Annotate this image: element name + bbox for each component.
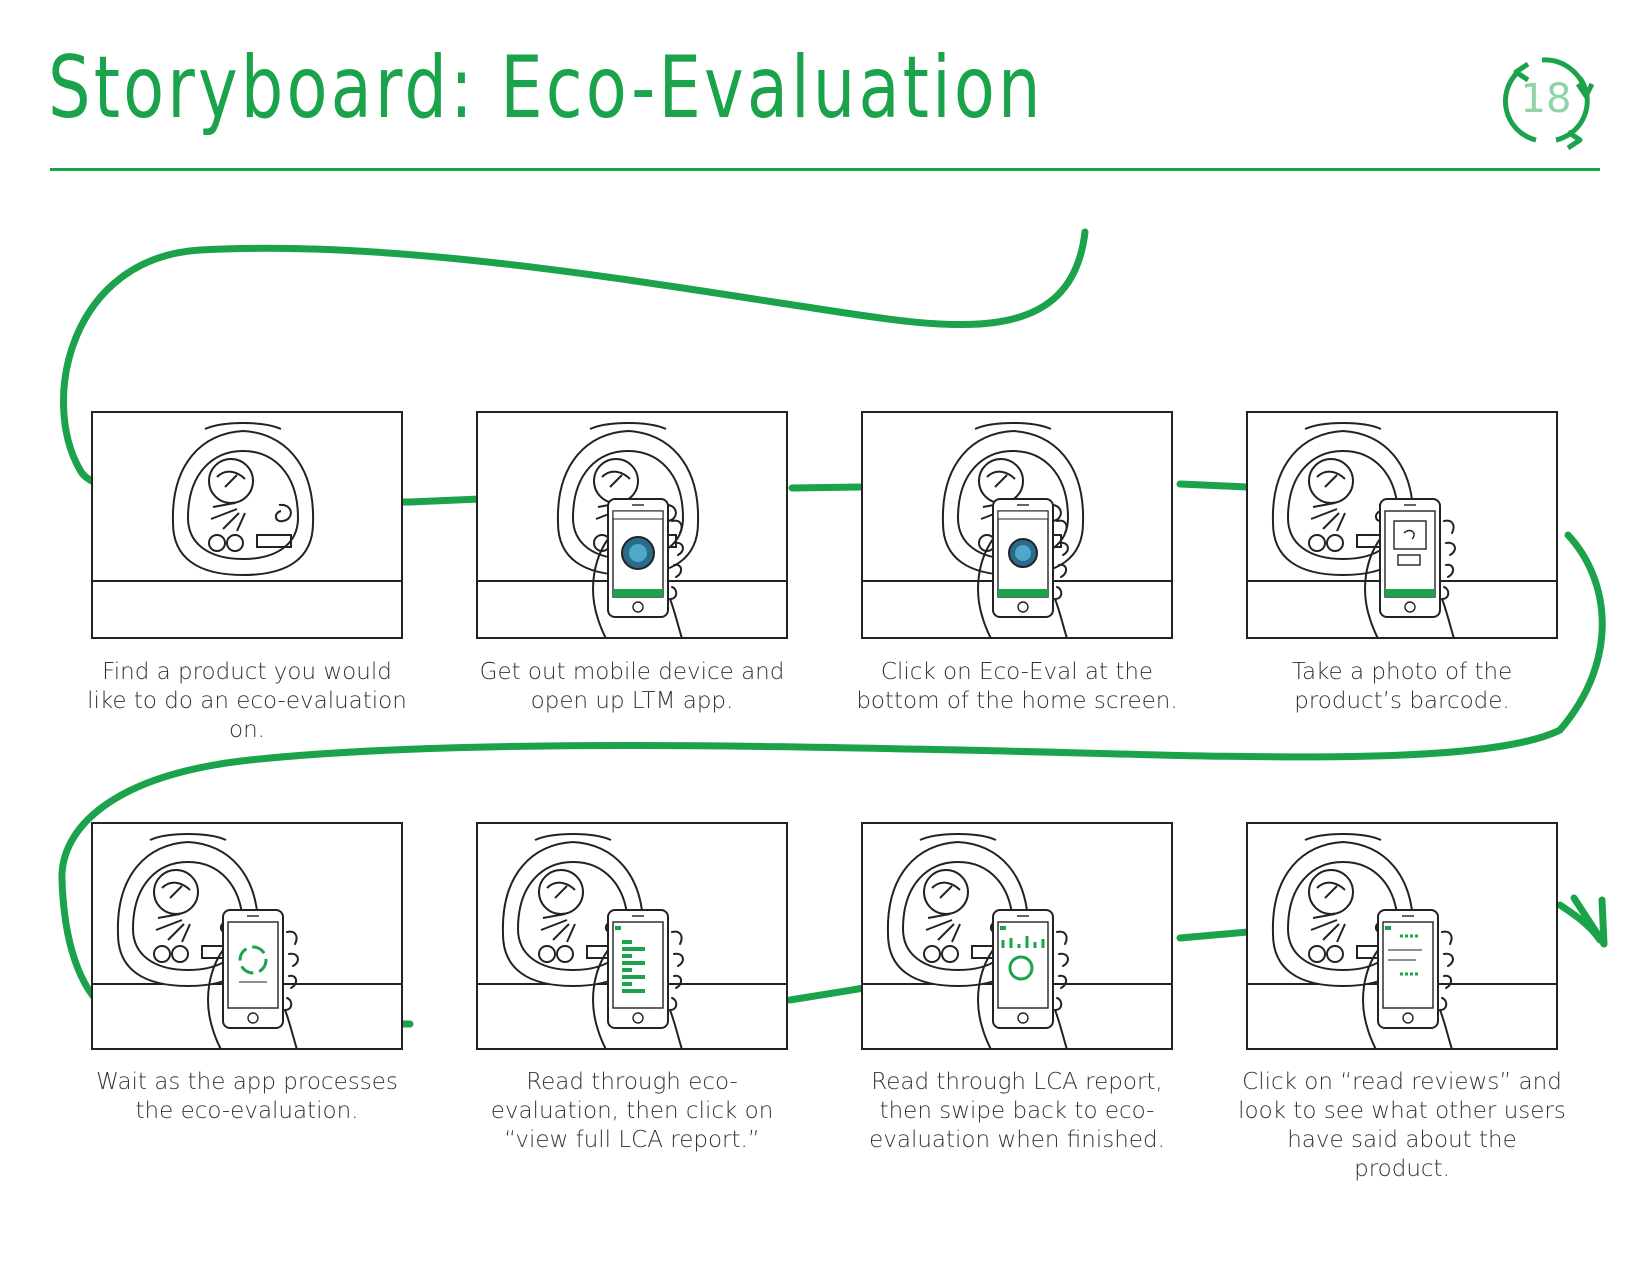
step-caption-2: Get out mobile device and open up LTM ap… xyxy=(479,659,785,714)
storyboard-panel-5 xyxy=(91,822,403,1050)
scene-illustration xyxy=(863,422,1171,637)
step-caption-5: Wait as the app processes the eco-evalua… xyxy=(96,1069,398,1124)
step-caption-4: Take a photo of the product’s barcode. xyxy=(1291,659,1513,714)
step-caption-7: Read through LCA report, then swipe back… xyxy=(869,1069,1165,1153)
scene-illustration xyxy=(93,422,401,582)
storyboard-panel-8 xyxy=(1246,822,1558,1050)
storyboard-panel-7 xyxy=(861,822,1173,1050)
page-title: Storyboard: Eco-Evaluation xyxy=(48,38,1044,138)
step-caption-6: Read through eco-evaluation, then click … xyxy=(490,1069,774,1153)
scene-illustration xyxy=(93,833,401,1048)
scene-illustration xyxy=(478,833,786,1048)
cycle-arrows-icon xyxy=(1502,57,1595,151)
step-caption-3: Click on Eco-Eval at the bottom of the h… xyxy=(856,659,1178,714)
page-badge: 18 xyxy=(1498,54,1595,151)
page-number: 18 xyxy=(1520,76,1572,122)
storyboard-panel-6 xyxy=(476,822,788,1050)
storyboard-panel-3 xyxy=(861,411,1173,639)
step-caption-8: Click on “read reviews” and look to see … xyxy=(1238,1069,1566,1182)
scene-illustration xyxy=(1248,833,1556,1048)
storyboard-panel-4 xyxy=(1246,411,1558,639)
storyboard-panel-1 xyxy=(91,411,403,639)
title-rule xyxy=(50,168,1600,171)
scene-illustration xyxy=(863,833,1171,1048)
step-caption-1: Find a product you would like to do an e… xyxy=(87,659,407,743)
scene-illustration xyxy=(1248,422,1556,637)
scene-illustration xyxy=(478,422,786,637)
end-arrow-icon xyxy=(1570,894,1608,948)
storyboard-panel-2 xyxy=(476,411,788,639)
